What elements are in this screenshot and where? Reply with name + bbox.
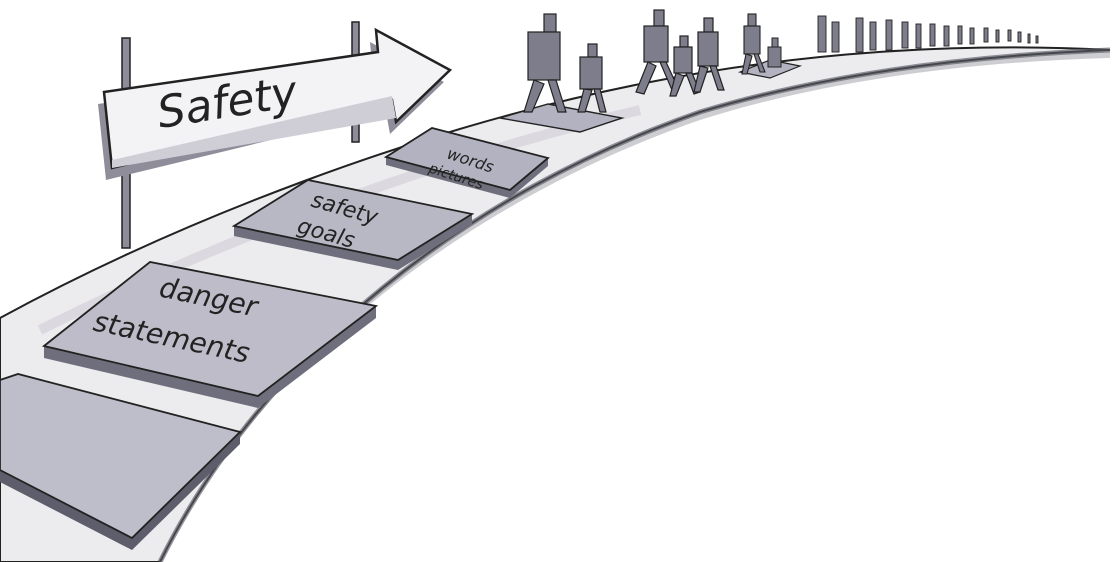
step-top xyxy=(41,261,379,397)
distant-crowd xyxy=(817,15,1039,53)
step-top xyxy=(0,373,242,540)
step-side xyxy=(0,432,240,550)
walking-child xyxy=(577,43,607,113)
walking-child xyxy=(767,37,782,68)
walking-person xyxy=(693,17,725,93)
running-person xyxy=(635,9,679,95)
step-blank xyxy=(0,373,242,550)
step-top xyxy=(383,127,550,191)
arrow-sign-wash xyxy=(112,96,396,168)
step-top xyxy=(231,179,475,261)
step-safety-goals: safety goals xyxy=(231,179,475,270)
walking-figures xyxy=(499,9,1039,133)
walking-person xyxy=(523,13,567,113)
step-side xyxy=(234,214,472,270)
step-words-pictures: words pictures xyxy=(383,127,550,198)
step-danger-statements: danger statements xyxy=(41,261,379,408)
step-tiles: words pictures safety goals danger state… xyxy=(0,127,550,550)
walking-person xyxy=(741,13,766,75)
